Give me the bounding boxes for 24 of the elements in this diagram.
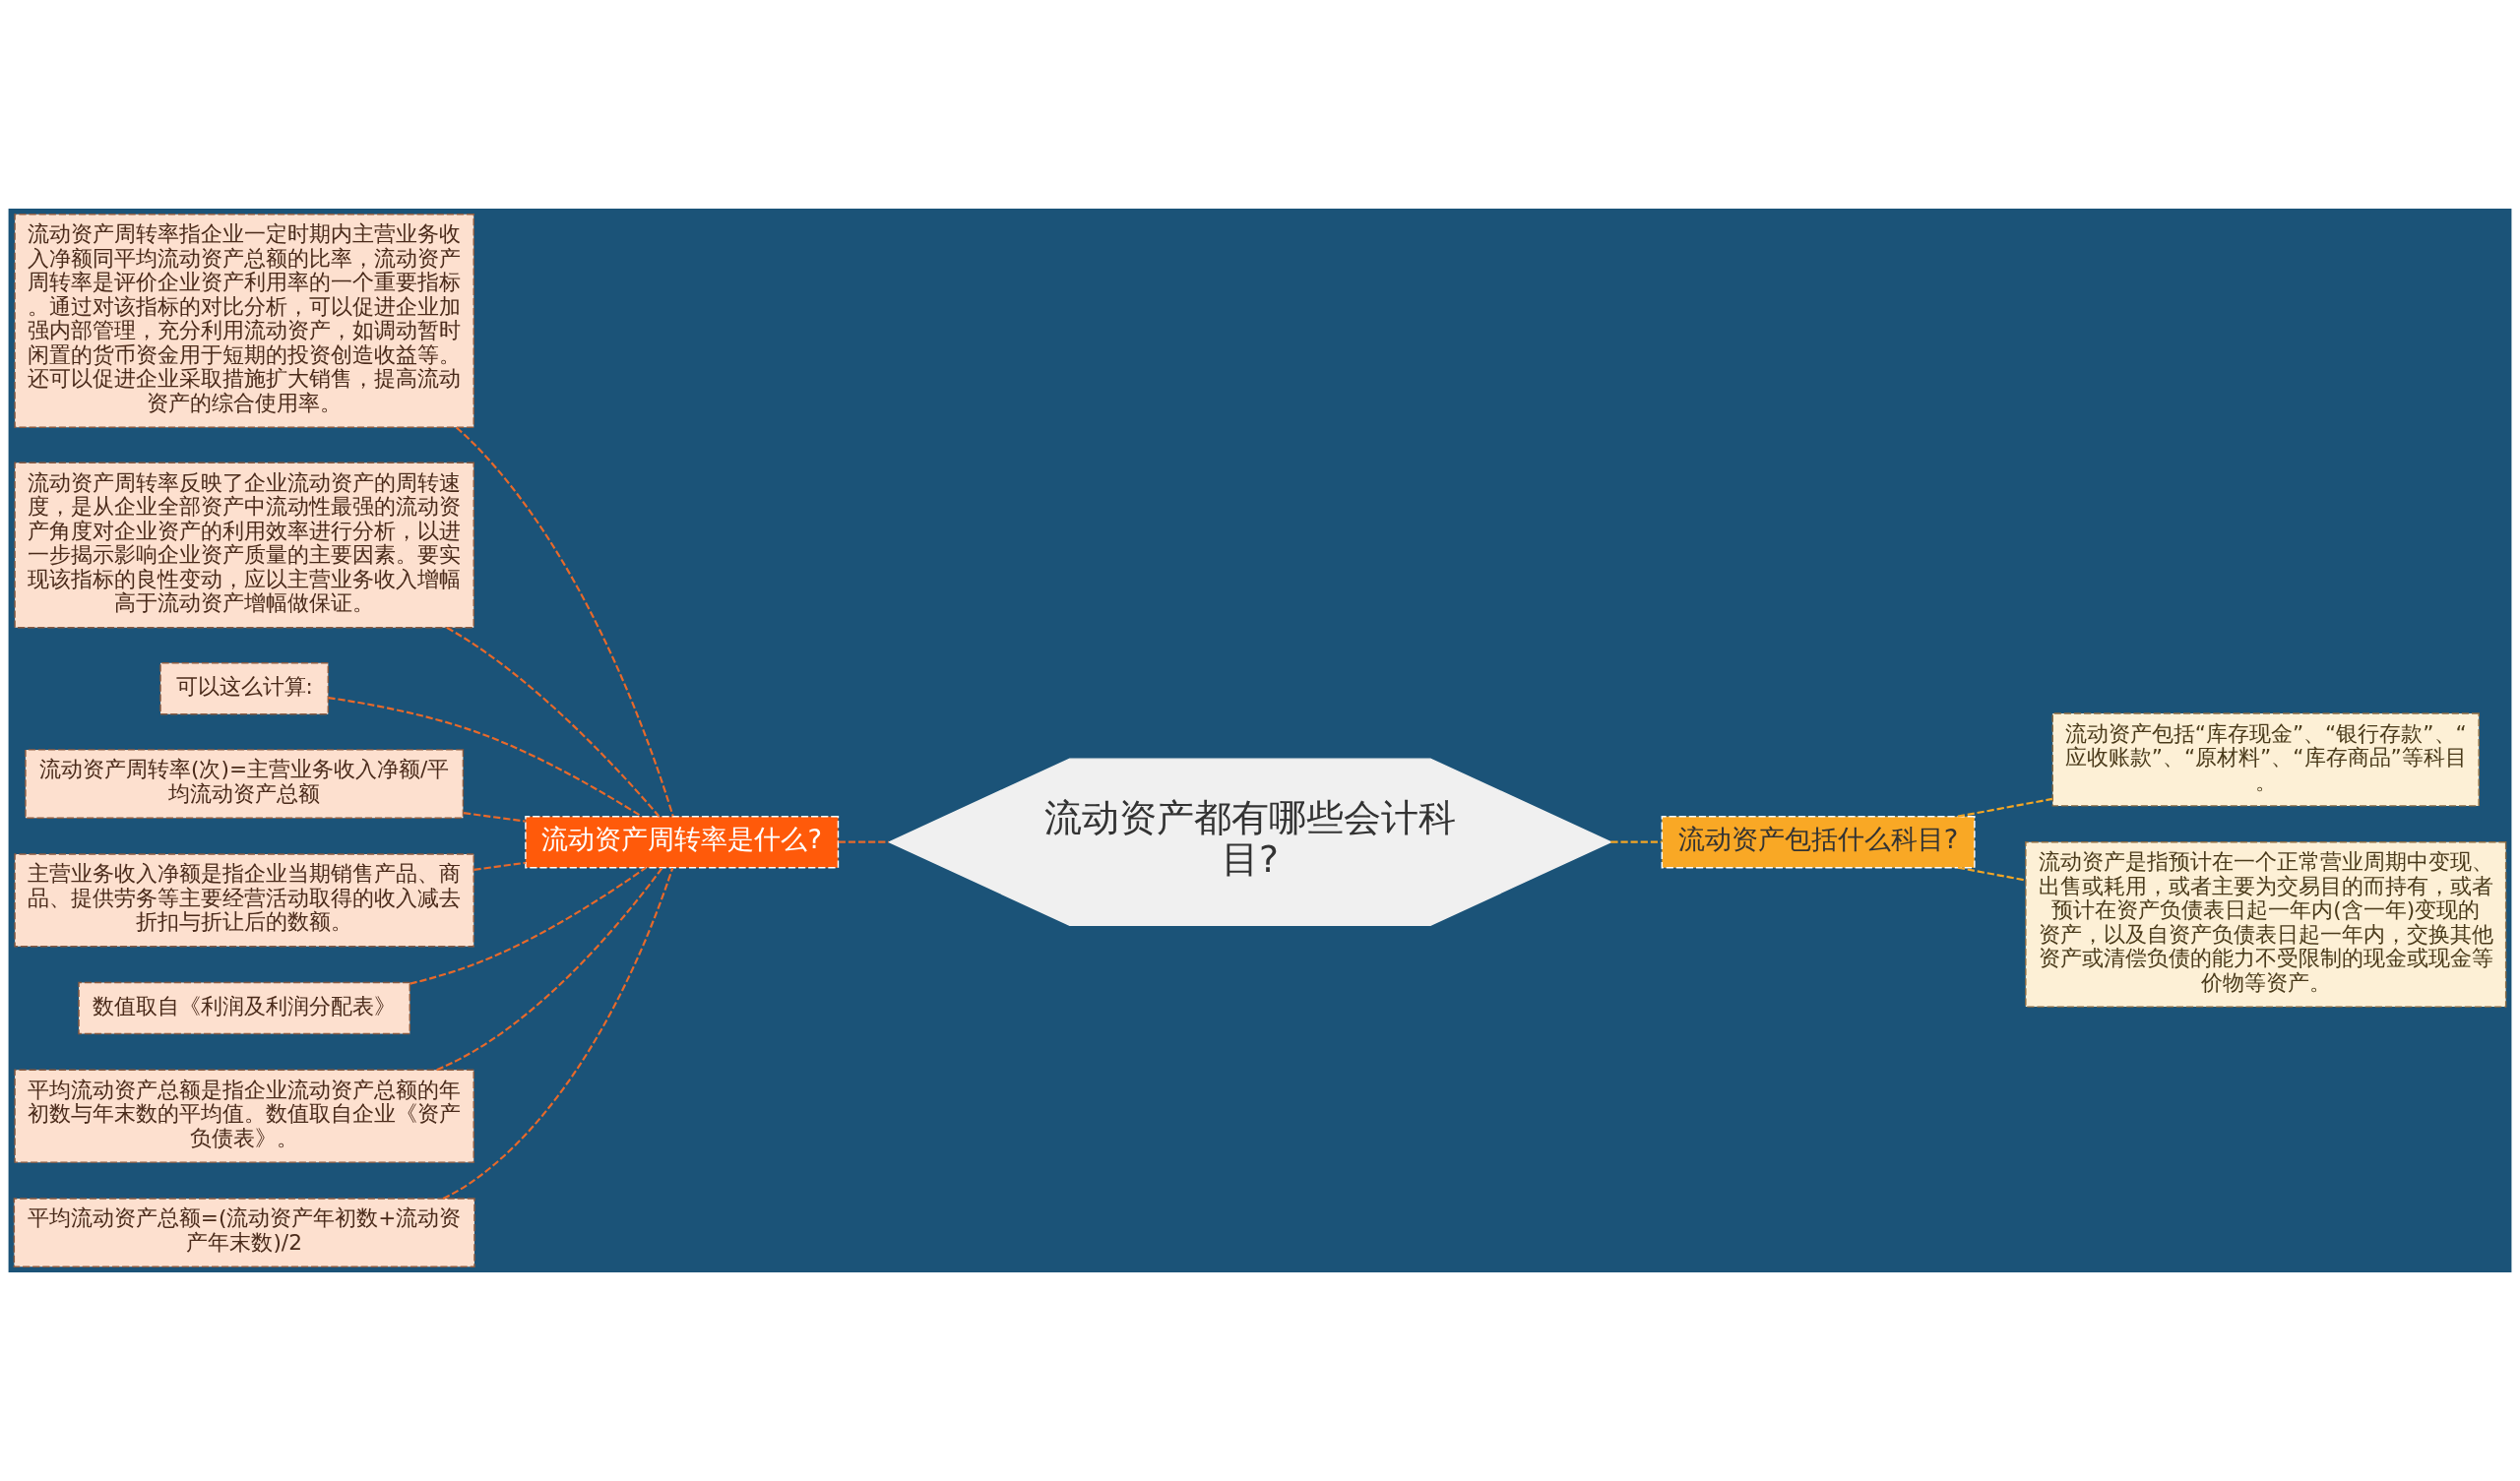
connector (1957, 797, 2053, 818)
node-box: 平均流动资产总额=(流动资产年初数+流动资产年末数)/2 (13, 1198, 475, 1267)
connector (328, 697, 643, 818)
node-box: 流动资产周转率是什么? (525, 816, 840, 869)
node-box: 平均流动资产总额是指企业流动资产总额的年初数与年末数的平均值。数值取自企业《资产负债表》。 (14, 1069, 474, 1163)
connector (410, 866, 647, 985)
node-box: 流动资产是指预计在一个正常营业周期中变现、出售或耗用，或者主要为交易目的而持有，或者预计在资产负债表日起一年内(含一年)变现的资产，以及自资产负债表日起一年内，交换其他资产或清偿负债的能力不受限制的现金或现金等价物等资产。 (2025, 840, 2507, 1008)
connector (1610, 840, 1662, 843)
node-box: 流动资产周转率指企业一定时期内主营业务收入净额同平均流动资产总额的比率，流动资产周转率是评价企业资产利用率的一个重要指标。通过对该指标的对比分析，可以促进企业加强内部管理，充分利用流动资产，如调动暂时闲置的货币资金用于短期的投资创造收益等。还可以促进企业采取措施扩大销售，提高流动资产的综合使用率。 (14, 214, 474, 428)
node-box: 流动资产周转率(次)=主营业务收入净额/平均流动资产总额 (25, 749, 465, 819)
connector (838, 840, 889, 843)
connector (442, 867, 674, 1200)
node-box: 可以这么计算: (159, 662, 330, 715)
connector (456, 426, 674, 817)
node-box: 流动资产包括“库存现金”、“银行存款”、“应收账款”、“原材料”、“库存商品”等科目。 (2051, 712, 2480, 807)
connector (463, 812, 526, 823)
node-box: 主营业务收入净额是指企业当期销售产品、商品、提供劳务等主要经营活动取得的收入减去折扣与折让后的数额。 (14, 853, 474, 948)
connector (436, 867, 663, 1072)
node-box: 数值取自《利润及利润分配表》 (78, 981, 411, 1035)
connector (473, 861, 526, 871)
connector (446, 626, 660, 817)
connector (1957, 866, 2026, 882)
node-box: 流动资产周转率反映了企业流动资产的周转速度，是从企业全部资产中流动性最强的流动资产角度对企业资产的利用效率进行分析，以进一步揭示影响企业资产质量的主要因素。要实现该指标的良性变动，应以主营业务收入增幅高于流动资产增幅做保证。 (14, 462, 474, 629)
node-box: 流动资产包括什么科目? (1661, 816, 1976, 869)
